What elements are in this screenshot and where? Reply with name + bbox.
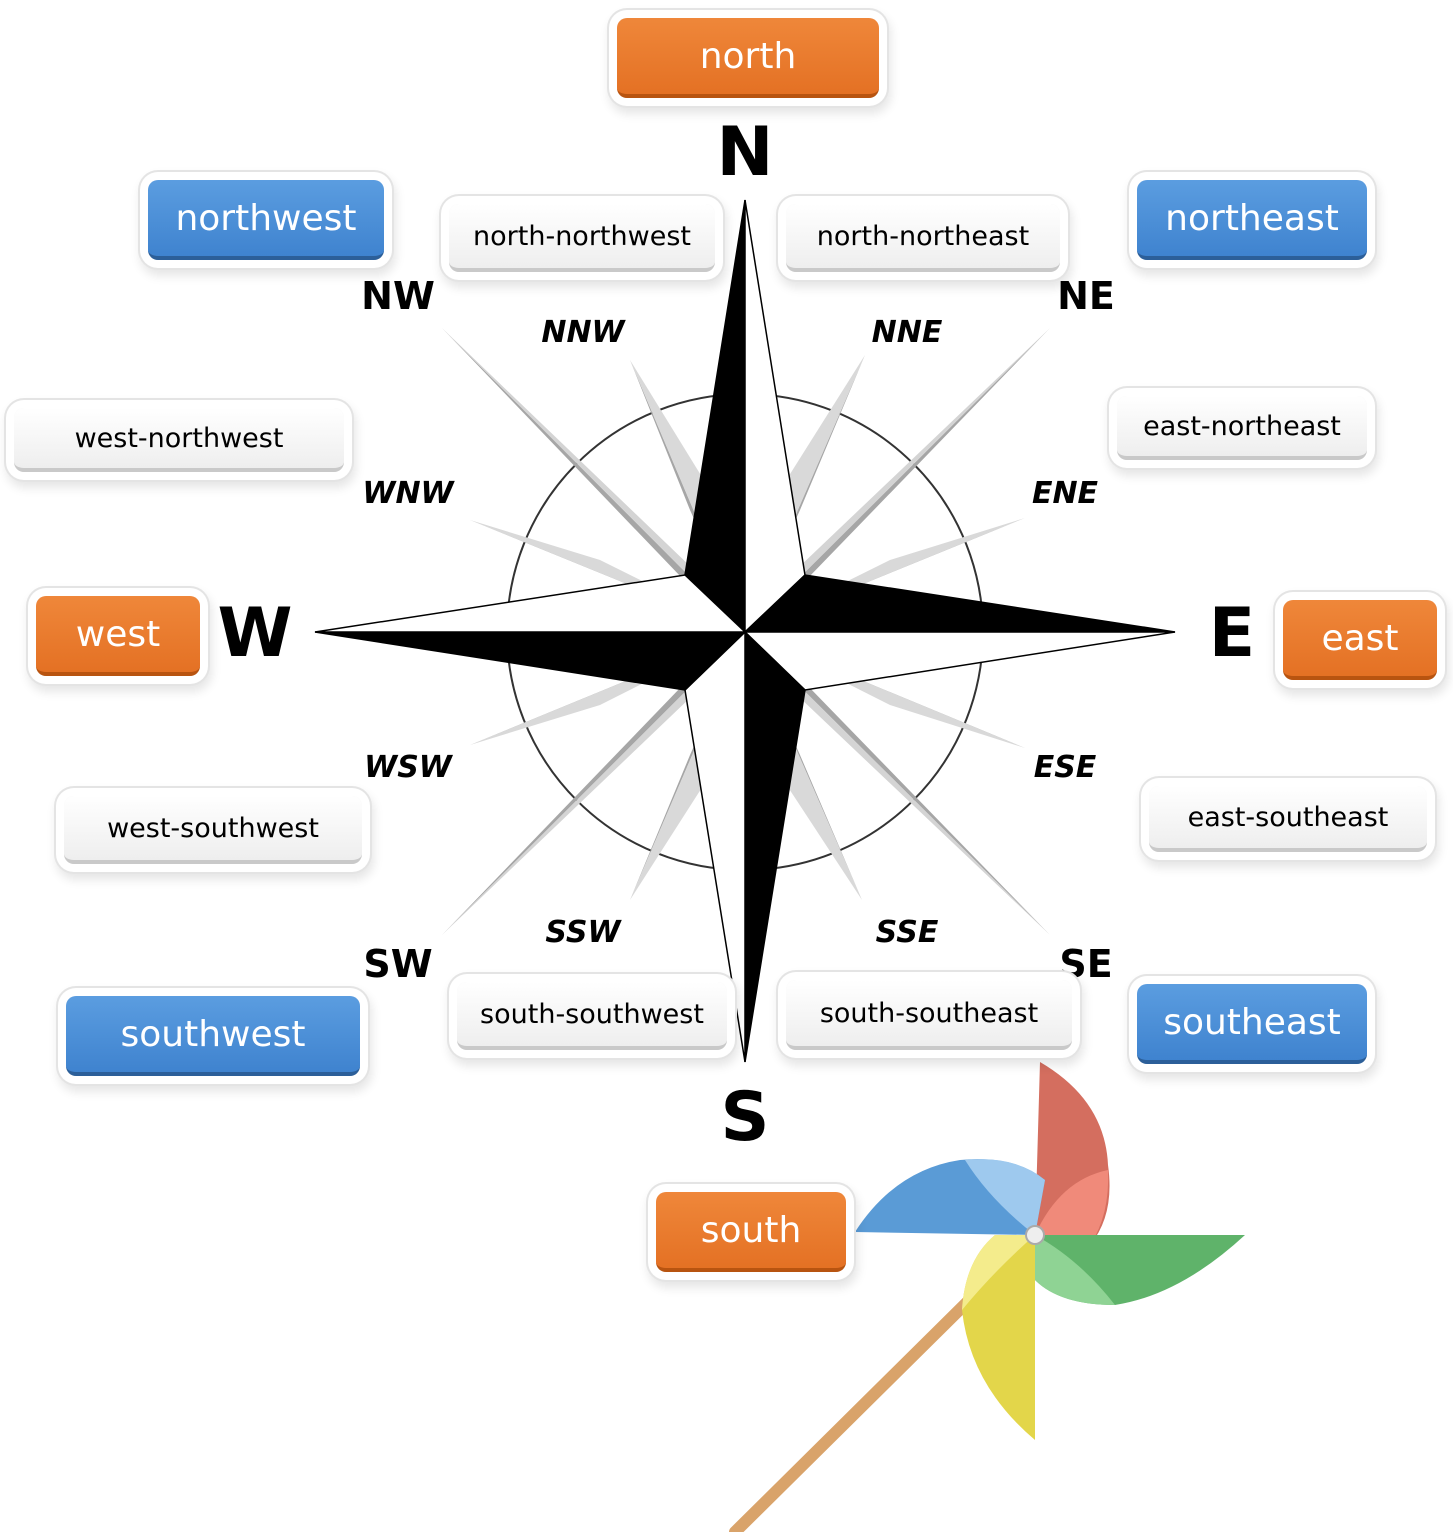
label-northwest[interactable]: northwest: [148, 180, 384, 260]
letter-e: E: [1208, 594, 1256, 673]
label-north-northwest[interactable]: north-northwest: [449, 204, 715, 272]
letter-wsw: WSW: [364, 750, 452, 785]
label-south-southeast[interactable]: south-southeast: [786, 980, 1072, 1050]
letter-s: S: [720, 1078, 770, 1157]
letter-sse: SSE: [875, 915, 939, 950]
label-north-northeast[interactable]: north-northeast: [786, 204, 1060, 272]
label-south[interactable]: south: [656, 1192, 846, 1272]
label-west-southwest[interactable]: west-southwest: [64, 796, 362, 864]
label-east[interactable]: east: [1283, 600, 1437, 680]
letter-nw: NW: [361, 274, 435, 318]
label-southeast[interactable]: southeast: [1137, 984, 1367, 1064]
cardinal-points: [314, 199, 1176, 1063]
letter-ese: ESE: [1033, 750, 1097, 785]
letter-wnw: WNW: [362, 476, 454, 511]
letter-sw: SW: [363, 942, 433, 986]
pinwheel-image: [729, 1062, 1245, 1532]
label-northeast[interactable]: northeast: [1137, 180, 1367, 260]
pinwheel-pin: [1025, 1225, 1045, 1245]
label-north[interactable]: north: [617, 18, 879, 98]
letter-w: W: [217, 594, 293, 673]
letter-se: SE: [1059, 942, 1113, 986]
label-south-southwest[interactable]: south-southwest: [457, 982, 727, 1050]
letter-n: N: [716, 113, 774, 192]
letter-ne: NE: [1057, 274, 1115, 318]
label-west-northwest[interactable]: west-northwest: [14, 408, 344, 472]
label-west[interactable]: west: [36, 596, 200, 676]
label-east-southeast[interactable]: east-southeast: [1149, 786, 1427, 852]
label-east-northeast[interactable]: east-northeast: [1117, 396, 1367, 460]
letter-nnw: NNW: [541, 315, 625, 350]
letter-ssw: SSW: [545, 915, 621, 950]
label-southwest[interactable]: southwest: [66, 996, 360, 1076]
letter-ene: ENE: [1031, 476, 1099, 511]
letter-nne: NNE: [871, 315, 943, 350]
intercardinal-points: [442, 328, 1050, 935]
